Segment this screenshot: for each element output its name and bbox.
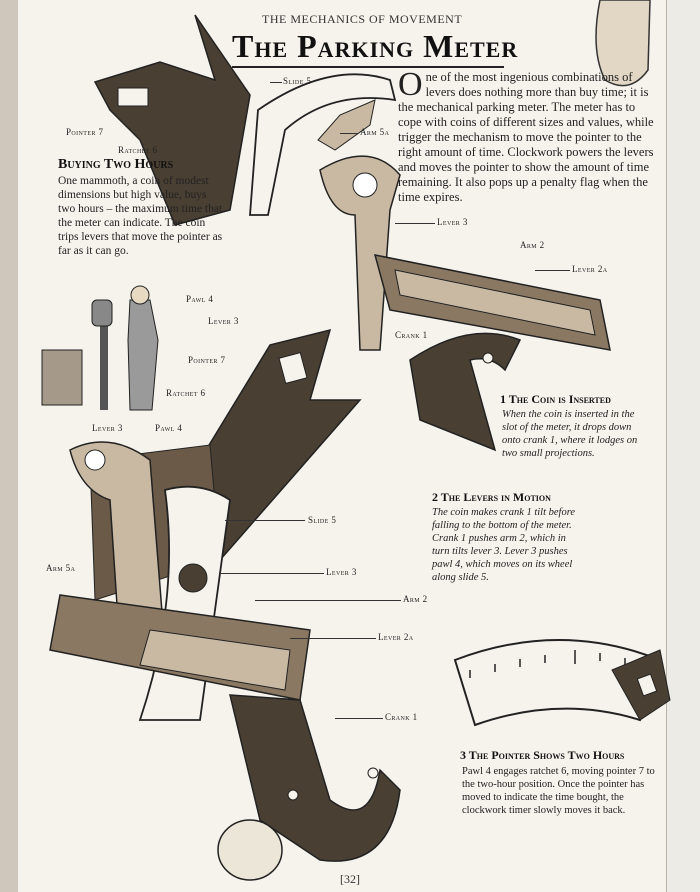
step-2-heading: 2 The Levers in Motion <box>432 490 551 504</box>
crank-1-low <box>229 694 401 862</box>
finger-illustration <box>595 0 651 87</box>
step-3-heading: 3 The Pointer Shows Two Hours <box>460 748 625 762</box>
label-pawl-4-low: Pawl 4 <box>155 423 183 433</box>
intro-paragraph: One of the most ingenious combinations o… <box>398 66 654 204</box>
leader-line <box>395 223 435 224</box>
title-rule <box>232 66 504 68</box>
label-arm-2-top: Arm 2 <box>520 240 545 250</box>
pointer-window-top <box>117 87 149 107</box>
arm-5a-top <box>317 99 376 151</box>
label-crank-1-top: Crank 1 <box>395 330 428 340</box>
label-arm-5a-low: Arm 5a <box>46 563 76 573</box>
label-lever-2a-top: Lever 2a <box>572 264 608 274</box>
step-1-heading: 1 The Coin is Inserted <box>500 392 611 406</box>
label-slide-5-low: Slide 5 <box>308 515 337 525</box>
book-gutter-left <box>0 0 18 892</box>
label-pointer-7-mid: Pointer 7 <box>188 355 226 365</box>
label-lever-3-low: Lever 3 <box>92 423 123 433</box>
label-arm-2-low: Arm 2 <box>403 594 428 604</box>
slide-5-top <box>249 73 397 216</box>
leader-line <box>255 600 401 601</box>
coin <box>217 819 283 881</box>
lever-2a-top <box>394 269 596 336</box>
leader-line <box>290 638 376 639</box>
buying-heading: Buying Two Hours <box>58 157 174 172</box>
step-1-text: When the coin is inserted in the slot of… <box>502 409 638 459</box>
running-header: THE MECHANICS OF MOVEMENT <box>262 12 463 26</box>
attendant-figure <box>127 299 159 411</box>
buying-text: One mammoth, a coin of modest dimensions… <box>58 175 223 257</box>
label-lever-3-top: Lever 3 <box>437 217 468 227</box>
lever-2a-low <box>139 629 291 691</box>
pointer-7-top <box>93 14 251 226</box>
label-crank-1-low: Crank 1 <box>385 712 418 722</box>
page-number: [32] <box>340 872 360 886</box>
car-fragment <box>41 349 83 406</box>
leader-line <box>535 270 570 271</box>
meter-post <box>100 320 108 410</box>
leader-line <box>340 133 358 134</box>
label-ratchet-6-top: Ratchet 6 <box>118 145 158 155</box>
step-3-text: Pawl 4 engages ratchet 6, moving pointer… <box>462 766 655 816</box>
leader-line <box>335 718 383 719</box>
leader-line <box>225 520 305 521</box>
label-lever-3-mid: Lever 3 <box>208 316 239 326</box>
page-title: The Parking Meter <box>232 28 519 64</box>
pivot-top <box>352 172 378 198</box>
label-arm-5a-top: Arm 5a <box>360 127 390 137</box>
label-ratchet-6-mid: Ratchet 6 <box>166 388 206 398</box>
label-pawl-4-top: Pawl 4 <box>186 294 214 304</box>
label-slide-5-top: Slide 5 <box>283 76 312 86</box>
step-2-text: The coin makes crank 1 tilt before falli… <box>432 507 576 583</box>
label-lever-2a-low: Lever 2a <box>378 632 414 642</box>
leader-line <box>220 573 324 574</box>
facing-page-edge <box>666 0 700 892</box>
label-lever-3-low2: Lever 3 <box>326 567 357 577</box>
crank-1-top <box>409 332 522 452</box>
leader-line <box>270 82 282 83</box>
label-pointer-7-top: Pointer 7 <box>66 127 104 137</box>
